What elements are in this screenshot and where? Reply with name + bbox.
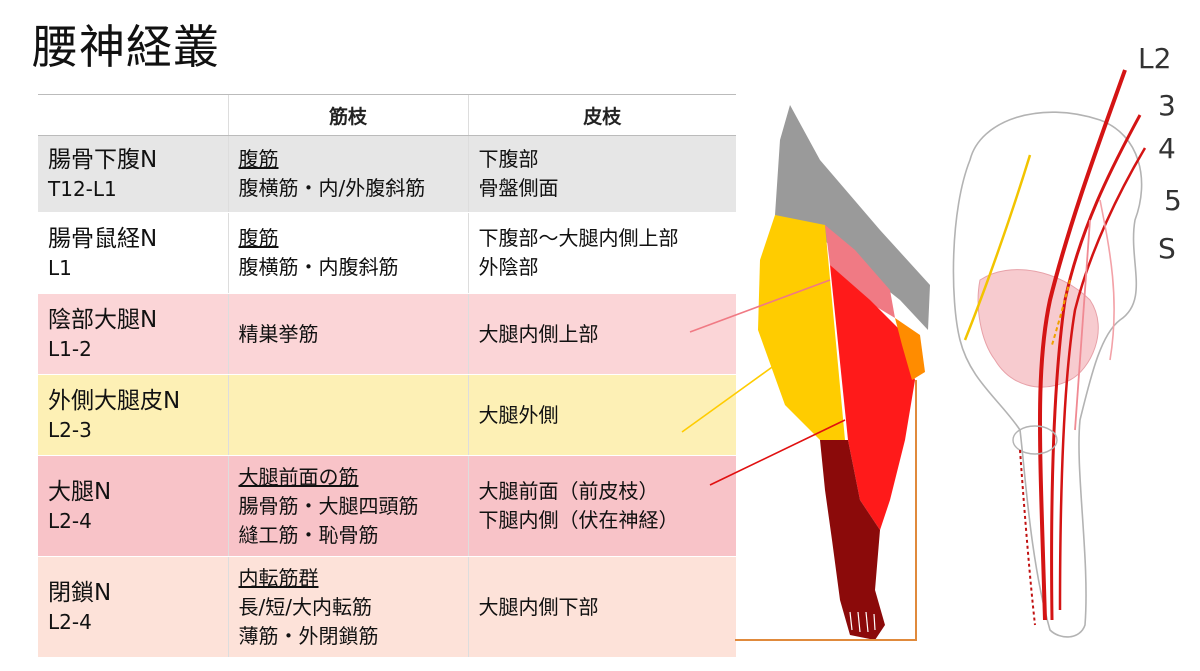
nerve-trunk-L3: [1050, 114, 1142, 621]
root-label-3: 3: [1158, 89, 1176, 122]
muscle-list: 縫工筋・恥骨筋: [238, 522, 379, 547]
muscle-list: 腹横筋・内/外腹斜筋: [238, 176, 426, 200]
nerve-level: L1: [48, 256, 72, 281]
skin-area: 外陰部: [478, 255, 539, 279]
region-iliohypogastric: [775, 105, 930, 330]
muscle-list: 腸骨筋・大腿四頭筋: [238, 493, 419, 518]
pelvis-plexus-sketch: [952, 69, 1147, 638]
nerve-name: 閉鎖N: [48, 579, 112, 606]
muscle-list: 腹横筋・内腹斜筋: [238, 255, 399, 279]
root-label-L2: L2: [1138, 42, 1171, 75]
region-femoral: [830, 265, 915, 530]
table-row: 大腿N L2-4 大腿前面の筋 腸骨筋・大腿四頭筋 縫工筋・恥骨筋 大腿前面（前…: [38, 455, 736, 557]
nerve-name: 陰部大腿N: [48, 306, 158, 333]
leader-lines: [681, 279, 846, 486]
nerve-name: 外側大腿皮N: [48, 387, 181, 414]
muscle-cell: [227, 374, 468, 456]
muscle-cell: 腹筋 腹横筋・内/外腹斜筋: [227, 135, 468, 213]
root-label-5: 5: [1164, 184, 1182, 217]
table-row: 腸骨下腹N T12-L1 腹筋 腹横筋・内/外腹斜筋 下腹部 骨盤側面: [38, 135, 736, 213]
muscle-list: 薄筋・外閉鎖筋: [238, 623, 379, 648]
page-title: 腰神経叢: [32, 20, 220, 74]
muscle-group: 内転筋群: [238, 565, 319, 590]
saphenous-indicator-line: [735, 380, 917, 641]
nerve-cell: 大腿N L2-4: [38, 455, 228, 557]
header-nerve: [38, 94, 228, 136]
skin-area: 大腿内側上部: [478, 321, 599, 346]
muscle-group: 腹筋: [238, 147, 279, 171]
leader-femoral: [709, 419, 846, 486]
muscle-list: 精巣挙筋: [238, 321, 319, 346]
nerve-ilioinguinal: [1099, 199, 1115, 361]
muscle-cell: 内転筋群 長/短/大内転筋 薄筋・外閉鎖筋: [227, 556, 468, 658]
muscle-cell: 腹筋 腹横筋・内腹斜筋: [227, 212, 468, 294]
muscle-list: 長/短/大内転筋: [238, 594, 372, 619]
nerve-name: 腸骨鼠経N: [48, 225, 158, 252]
nerve-cell: 腸骨鼠経N L1: [38, 212, 228, 294]
muscle-group: 腹筋: [238, 226, 279, 250]
nerve-name: 大腿N: [48, 478, 112, 505]
header-muscular-branch: 筋枝: [227, 94, 468, 136]
header-cutaneous-branch: 皮枝: [467, 94, 736, 136]
nerve-level: L2-4: [48, 610, 92, 635]
root-labels: L2 3 4 5 S: [1138, 42, 1182, 265]
table-row: 閉鎖N L2-4 内転筋群 長/短/大内転筋 薄筋・外閉鎖筋 大腿内側下部: [38, 556, 736, 658]
leader-genitofemoral: [689, 279, 831, 333]
region-lateral-femoral-cutaneous: [758, 215, 845, 440]
skin-cell: 大腿前面（前皮枝） 下腿内側（伏在神経）: [467, 455, 736, 557]
skin-area: 下腹部～大腿内側上部: [478, 226, 679, 250]
root-label-S: S: [1158, 232, 1176, 265]
skin-cell: 大腿内側上部: [467, 293, 736, 375]
nerve-cell: 外側大腿皮N L2-3: [38, 374, 228, 456]
leader-lateral-femoral: [681, 364, 776, 433]
muscle-group: 大腿前面の筋: [238, 464, 359, 489]
nerve-level: L1-2: [48, 337, 92, 362]
nerve-cell: 腸骨下腹N T12-L1: [38, 135, 228, 213]
leg-dermatome-map: [735, 105, 930, 641]
table-header-row: 筋枝 皮枝: [38, 94, 736, 136]
knee: [1012, 425, 1058, 455]
nerve-cell: 閉鎖N L2-4: [38, 556, 228, 658]
skin-area: 大腿前面（前皮枝）: [478, 479, 659, 503]
skin-area: 下腿内側（伏在神経）: [478, 508, 679, 532]
table-row: 陰部大腿N L1-2 精巣挙筋 大腿内側上部: [38, 293, 736, 375]
skin-cell: 大腿外側: [467, 374, 736, 456]
skin-cell: 大腿内側下部: [467, 556, 736, 658]
nerve-lateral-femoral-cutaneous: [963, 154, 1032, 341]
root-label-4: 4: [1158, 132, 1176, 165]
nerve-level: L2-4: [48, 509, 92, 534]
nerve-level: L2-3: [48, 418, 92, 443]
region-obturator: [895, 318, 925, 380]
table-row: 腸骨鼠経N L1 腹筋 腹横筋・内腹斜筋 下腹部～大腿内側上部 外陰部: [38, 212, 736, 294]
nerve-level: T12-L1: [48, 177, 117, 202]
skin-area: 大腿外側: [478, 402, 559, 427]
skin-area: 骨盤側面: [478, 176, 559, 200]
pelvis-outline: [952, 111, 1143, 638]
nerve-saphenous: [1019, 449, 1036, 626]
nerve-genitofemoral: [1074, 219, 1091, 431]
anatomy-illustration: L2 3 4 5 S: [681, 42, 1182, 641]
skin-area: 下腹部: [478, 147, 539, 171]
skin-cell: 下腹部～大腿内側上部 外陰部: [467, 212, 736, 294]
nerve-cell: 陰部大腿N L1-2: [38, 293, 228, 375]
muscle-cell: 大腿前面の筋 腸骨筋・大腿四頭筋 縫工筋・恥骨筋: [227, 455, 468, 557]
nerve-trunk-L2: [1038, 69, 1127, 621]
muscle-cell: 精巣挙筋: [227, 293, 468, 375]
table-row: 外側大腿皮N L2-3 大腿外側: [38, 374, 736, 456]
region-ilioinguinal: [825, 225, 895, 318]
region-lower-leg: [820, 440, 885, 640]
skin-cell: 下腹部 骨盤側面: [467, 135, 736, 213]
toes: [849, 611, 876, 633]
nerve-trunk-L4: [1058, 147, 1147, 611]
nerve-name: 腸骨下腹N: [48, 146, 158, 173]
skin-area: 大腿内側下部: [478, 594, 599, 619]
lumbar-plexus-table: 筋枝 皮枝 腸骨下腹N T12-L1 腹筋 腹横筋・内/外腹斜筋 下腹部 骨盤側…: [38, 94, 736, 658]
